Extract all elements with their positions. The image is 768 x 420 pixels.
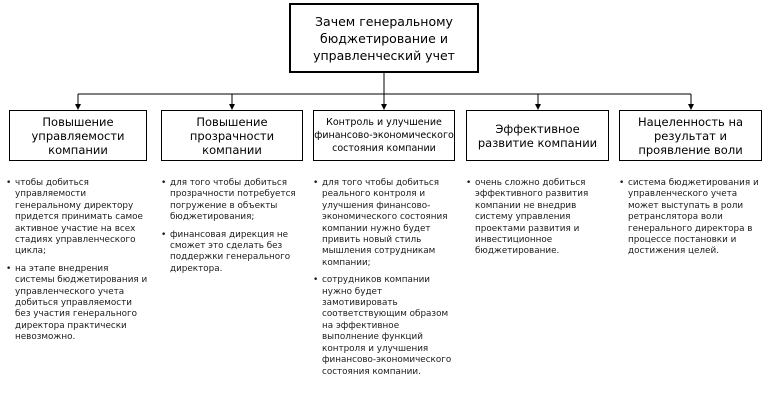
arrowhead-c4 [535, 104, 541, 110]
bullet-dot: • [313, 275, 319, 286]
column-control: • для того чтобы добиться реального конт… [313, 178, 456, 384]
root-title-box: Зачем генеральному бюджетирование и упра… [289, 3, 479, 73]
bullet-item: • система бюджетирования и управленческо… [619, 178, 762, 258]
bullet-item: • очень сложно добиться эффективного раз… [466, 178, 608, 258]
bullet-dot: • [313, 178, 319, 188]
bullet-dot: • [6, 263, 12, 274]
bullet-dot: • [619, 178, 625, 188]
header-box-control: Контроль и улучшение финансово-экономиче… [313, 110, 455, 161]
bullet-item: • для того чтобы добиться реального конт… [313, 178, 456, 269]
bullet-dot: • [466, 178, 472, 188]
bullet-item: • финансовая дирекция не сможет это сдел… [161, 230, 301, 276]
arrowhead-c3 [381, 104, 387, 110]
bullet-text: сотрудников компании нужно будет замотив… [322, 275, 452, 377]
arrowhead-c1 [75, 104, 81, 110]
column-development: • очень сложно добиться эффективного раз… [466, 178, 608, 264]
bullet-item: • сотрудников компании нужно будет замот… [313, 275, 456, 378]
bullet-item: • на этапе внедрения системы бюджетирова… [6, 264, 148, 344]
arrowhead-c5 [688, 104, 694, 110]
header-box-manageability: Повышение управляемости компании [9, 110, 147, 161]
bullet-item: • для того чтобы добиться прозрачности п… [161, 178, 301, 224]
header-box-transparency: Повышение прозрачности компании [161, 110, 303, 161]
bullet-text: на этапе внедрения системы бюджетировани… [15, 263, 148, 343]
bullet-text: для того чтобы добиться реального контро… [322, 178, 448, 268]
header-box-result: Нацеленность на результат и проявление в… [619, 110, 762, 161]
bullet-text: чтобы добиться управляемости генеральном… [15, 178, 143, 257]
bullet-item: • чтобы добиться управляемости генеральн… [6, 178, 148, 258]
bullet-dot: • [161, 229, 167, 240]
bullet-text: финансовая дирекция не сможет это сделат… [170, 229, 291, 274]
column-result: • система бюджетирования и управленческо… [619, 178, 762, 264]
bullet-text: для того чтобы добиться прозрачности пот… [170, 178, 296, 223]
column-manageability: • чтобы добиться управляемости генеральн… [6, 178, 148, 350]
header-box-development: Эффективное развитие компании [466, 110, 609, 161]
bullet-dot: • [6, 178, 12, 188]
column-transparency: • для того чтобы добиться прозрачности п… [161, 178, 301, 281]
arrowhead-c2 [229, 104, 235, 110]
bullet-text: система бюджетирования и управленческого… [628, 178, 759, 257]
bullet-dot: • [161, 178, 167, 188]
bullet-text: очень сложно добиться эффективного разви… [475, 178, 589, 257]
